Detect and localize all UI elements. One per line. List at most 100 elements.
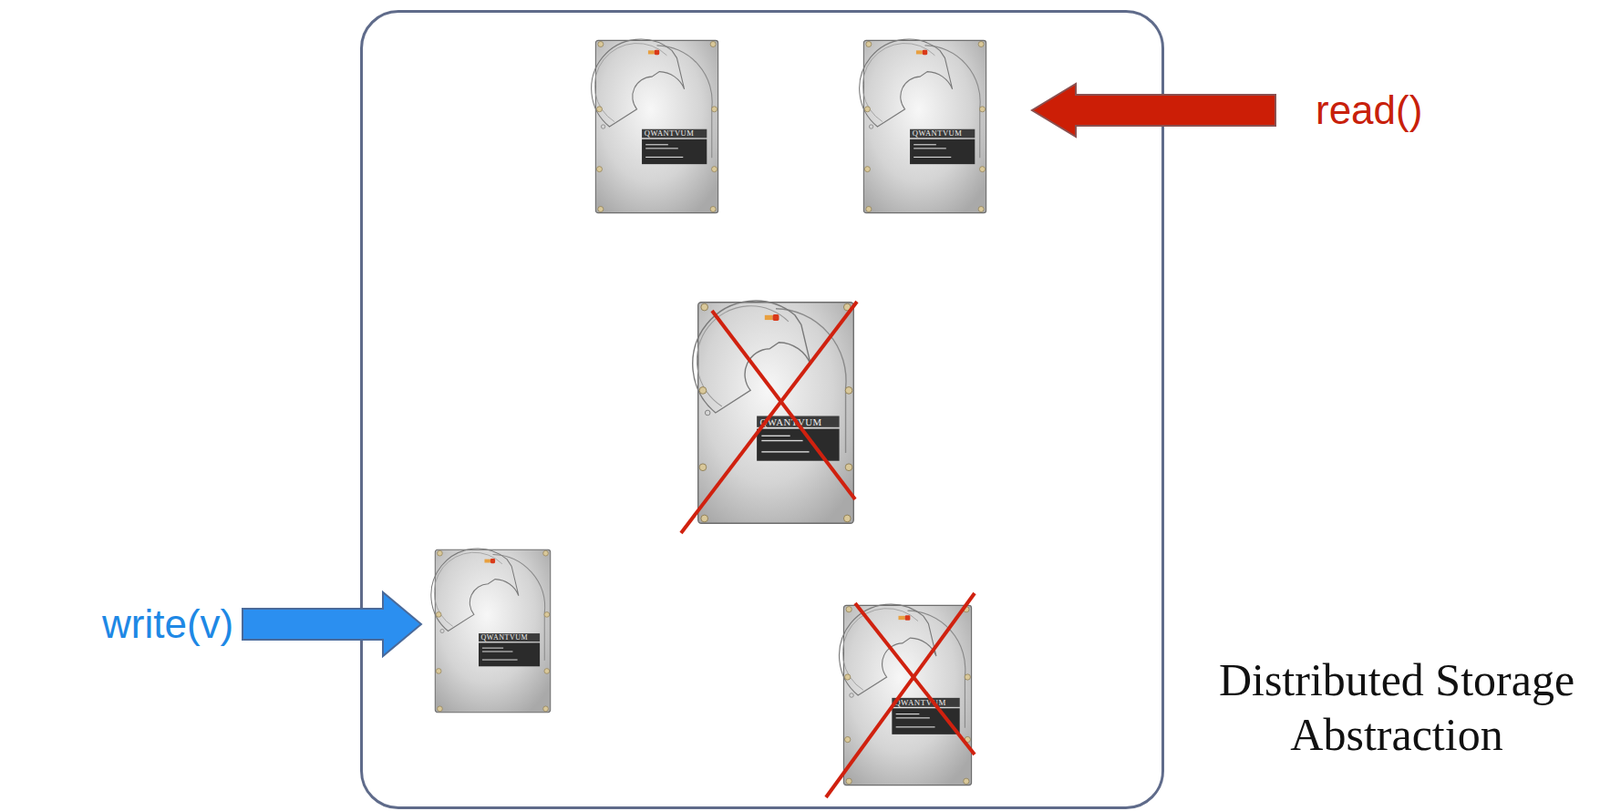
disk-screw: [846, 607, 852, 613]
disk-body: [843, 605, 971, 785]
disk-label-bar: [641, 129, 707, 139]
disk-body: [698, 302, 855, 524]
disk-label-line: [482, 650, 514, 652]
disk-platter-edge: [696, 306, 789, 407]
disk-screw: [864, 166, 870, 173]
disk-screw: [701, 515, 709, 523]
disk-platter-outline: [591, 39, 685, 127]
failure-cross: [712, 310, 856, 500]
disk-screw: [699, 464, 707, 472]
disk-led: [922, 50, 928, 55]
disk-label-plate: [478, 642, 540, 667]
disk-screw: [845, 674, 851, 681]
disk-label-line: [896, 717, 930, 719]
disk-label-plate: [641, 139, 707, 165]
disk-label-bar: [756, 416, 839, 428]
disk-node: QWANTVUM: [862, 39, 988, 215]
disk-label-line: [896, 713, 920, 715]
disk-brand: QWANTVUM: [760, 416, 823, 428]
disk-body: [595, 40, 718, 213]
disk-screw: [598, 206, 604, 212]
disk-body: [434, 549, 550, 713]
disk-led: [648, 50, 655, 54]
disk-label-line: [913, 147, 947, 149]
disk-screw: [435, 612, 442, 619]
disk-screw: [543, 706, 549, 713]
disk-label-line: [645, 144, 669, 145]
disk-screw: [843, 303, 851, 311]
disk-hole: [600, 124, 605, 129]
disk-screw: [978, 206, 984, 212]
disk-led: [916, 50, 923, 54]
disk-led: [490, 558, 496, 564]
disk-screw: [963, 607, 970, 613]
disk-platter-edge: [842, 609, 919, 692]
disk-screw: [980, 166, 986, 173]
disk-screw: [701, 303, 709, 311]
hard-disk-illustration: [433, 548, 552, 714]
disk-brand: QWANTVUM: [912, 129, 962, 139]
disk-screw: [712, 166, 718, 173]
disk-screw: [963, 778, 970, 785]
disk-platter-outline: [859, 39, 953, 127]
disk-screw: [866, 206, 872, 212]
disk-label-line: [482, 648, 504, 650]
disk-hole: [704, 410, 711, 416]
disk-screw: [964, 674, 971, 681]
disk-platter-edge: [594, 43, 667, 123]
disk-label-line: [482, 660, 518, 661]
hard-disk-illustration: [862, 39, 988, 215]
disk-platter-outline: [692, 300, 812, 413]
disk-screw: [596, 106, 602, 113]
disk-label-line: [645, 156, 683, 158]
disk-screw: [845, 736, 851, 743]
disk-brand: QWANTVUM: [894, 698, 947, 708]
disk-hole: [440, 629, 444, 633]
disk-label-line: [913, 156, 951, 158]
disk-screw: [712, 106, 718, 113]
disk-screw: [544, 612, 550, 619]
disk-platter-edge: [862, 43, 935, 123]
disk-screw: [437, 550, 444, 557]
disk-label-line: [896, 726, 936, 728]
disk-label-line: [761, 451, 809, 453]
storage-frame: Distributed Storage AbstractionQWANTVUMQ…: [360, 10, 1165, 810]
disk-screw: [845, 387, 853, 395]
hard-disk-illustration: [594, 39, 720, 215]
disk-screw: [598, 41, 604, 47]
failure-cross: [681, 301, 857, 534]
failure-cross: [825, 593, 975, 798]
disk-platter-edge: [433, 552, 503, 627]
disk-node: QWANTVUM: [842, 604, 973, 787]
disk-screw: [864, 106, 870, 113]
disk-screw: [543, 550, 549, 557]
failure-cross: [855, 603, 975, 755]
disk-label-line: [645, 147, 679, 149]
disk-screw: [843, 515, 851, 523]
disk-screw: [437, 706, 444, 713]
read-arrow: [1032, 83, 1276, 137]
disk-label-plate: [909, 139, 975, 165]
disk-hole: [868, 124, 873, 129]
disk-screw: [544, 669, 550, 675]
disk-screw: [866, 41, 872, 47]
disk-label-line: [761, 435, 790, 437]
disk-brand: QWANTVUM: [481, 633, 528, 642]
hard-disk-illustration: [842, 604, 973, 787]
operation-label: write(v): [102, 600, 234, 649]
operation-label: read(): [1315, 86, 1423, 135]
disk-screw: [596, 166, 602, 173]
disk-platter-outline: [839, 604, 937, 696]
write-arrow: [242, 592, 422, 657]
disk-screw: [710, 206, 716, 212]
disk-label-line: [913, 144, 937, 145]
disk-node: QWANTVUM: [433, 548, 552, 714]
disk-label-bar: [478, 633, 540, 642]
disk-hole: [849, 693, 855, 699]
disk-label-bar: [891, 698, 960, 708]
disk-label-plate: [891, 708, 960, 735]
disk-node: QWANTVUM: [594, 39, 720, 215]
disk-platter-outline: [431, 548, 519, 631]
disk-body: [863, 40, 986, 213]
